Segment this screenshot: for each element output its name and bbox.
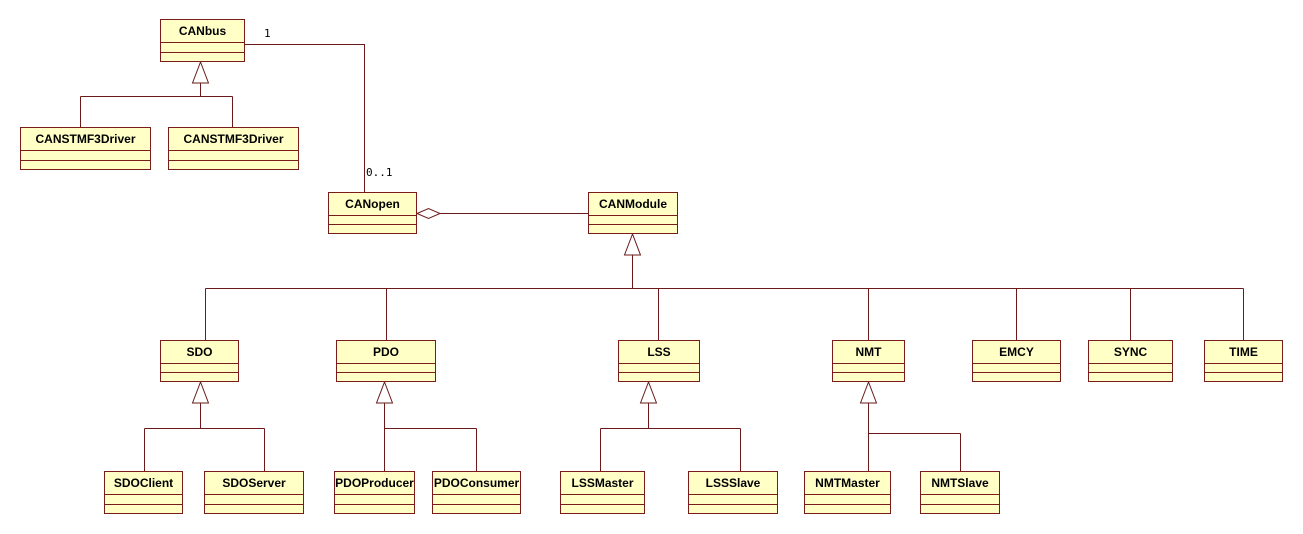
class-name: CANopen	[345, 197, 400, 211]
class-box	[20, 127, 151, 170]
class-name: SYNC	[1114, 345, 1148, 359]
class-box	[560, 471, 645, 514]
aggregation-canopen-canmodule	[415, 207, 588, 220]
generalization-canbus	[80, 60, 233, 127]
class-name: NMTSlave	[931, 476, 989, 490]
class-pdoconsumer[interactable]: PDOConsumer	[432, 471, 521, 514]
class-name: CANbus	[179, 24, 227, 38]
class-pdo[interactable]: PDO	[336, 340, 436, 382]
class-box	[204, 471, 304, 514]
class-name: NMTMaster	[815, 476, 880, 490]
class-box	[432, 471, 521, 514]
inheritance-triangle-icon	[375, 380, 394, 404]
class-box	[804, 471, 891, 514]
class-name: LSSMaster	[571, 476, 633, 490]
class-name: PDOProducer	[335, 476, 414, 490]
class-name: PDOConsumer	[434, 476, 520, 490]
class-sdoserver[interactable]: SDOServer	[204, 471, 304, 514]
class-box	[160, 340, 239, 382]
class-box	[688, 471, 778, 514]
class-nmt[interactable]: NMT	[832, 340, 905, 382]
class-emcy[interactable]: EMCY	[972, 340, 1061, 382]
class-box	[618, 340, 700, 382]
class-sync[interactable]: SYNC	[1088, 340, 1173, 382]
class-name: SDO	[186, 345, 212, 359]
class-nmtmaster[interactable]: NMTMaster	[804, 471, 891, 514]
class-name: NMT	[856, 345, 883, 359]
class-canmodule[interactable]: CANModule	[588, 192, 678, 234]
class-canstmf3driver-2[interactable]: CANSTMF3Driver	[168, 127, 299, 170]
class-box	[328, 192, 417, 234]
class-canstmf3driver-1[interactable]: CANSTMF3Driver	[20, 127, 151, 170]
inheritance-triangle-icon	[623, 232, 642, 256]
class-box	[1088, 340, 1173, 382]
generalization-lss	[600, 380, 741, 471]
class-lssslave[interactable]: LSSSlave	[688, 471, 778, 514]
class-name: CANModule	[599, 197, 667, 211]
aggregation-diamond-icon	[415, 207, 442, 220]
inheritance-triangle-icon	[859, 380, 878, 404]
class-name: EMCY	[999, 345, 1034, 359]
multiplicity-to: 0..1	[366, 166, 393, 179]
generalization-sdo	[144, 380, 265, 471]
class-name: PDO	[373, 345, 399, 359]
class-box	[336, 340, 436, 382]
class-name: CANSTMF3Driver	[183, 132, 283, 146]
class-name: SDOClient	[114, 476, 173, 490]
generalization-pdo	[375, 380, 477, 471]
class-name: LSSSlave	[706, 476, 761, 490]
association-line	[244, 44, 365, 192]
generalization-nmt	[859, 380, 961, 471]
class-canbus[interactable]: CANbus	[160, 19, 245, 62]
class-name: CANSTMF3Driver	[35, 132, 135, 146]
class-box	[972, 340, 1061, 382]
inheritance-triangle-icon	[639, 380, 658, 404]
class-box	[920, 471, 1000, 514]
class-sdo[interactable]: SDO	[160, 340, 239, 382]
class-canopen[interactable]: CANopen	[328, 192, 417, 234]
class-pdoproducer[interactable]: PDOProducer	[334, 471, 415, 514]
class-lssmaster[interactable]: LSSMaster	[560, 471, 645, 514]
class-box	[168, 127, 299, 170]
class-box	[104, 471, 183, 514]
association-canbus-canopen: 1 0..1	[244, 27, 393, 192]
inheritance-triangle-icon	[191, 60, 210, 84]
class-name: TIME	[1229, 345, 1258, 359]
class-sdoclient[interactable]: SDOClient	[104, 471, 183, 514]
multiplicity-from: 1	[264, 27, 271, 40]
class-time[interactable]: TIME	[1204, 340, 1283, 382]
inheritance-triangle-icon	[191, 380, 210, 404]
class-box	[160, 19, 245, 62]
generalization-canmodule	[205, 232, 1244, 340]
class-nmtslave[interactable]: NMTSlave	[920, 471, 1000, 514]
class-box	[588, 192, 678, 234]
class-box	[1204, 340, 1283, 382]
class-name: SDOServer	[222, 476, 286, 490]
class-name: LSS	[647, 345, 670, 359]
class-box	[334, 471, 415, 514]
class-lss[interactable]: LSS	[618, 340, 700, 382]
class-box	[832, 340, 905, 382]
